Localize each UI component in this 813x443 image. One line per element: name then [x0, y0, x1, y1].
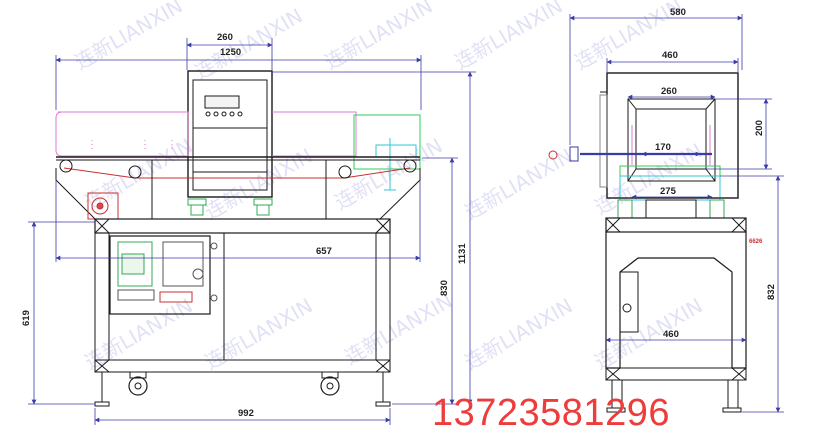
front-view [55, 70, 421, 407]
contact-phone: 13723581296 [432, 392, 670, 434]
side-cabinet-door [619, 271, 639, 333]
watermark: 连新LIANXIN [461, 293, 577, 374]
dim-conveyor-offset: 657 [316, 246, 332, 257]
detector-inner [192, 79, 268, 191]
side-dimensions [569, 14, 784, 413]
side-guard-right [272, 111, 357, 157]
dim-display-width: 260 [217, 32, 233, 43]
side-feet [617, 199, 725, 219]
watermark: 连新LIANXIN [71, 0, 187, 74]
table-frame [94, 218, 391, 234]
roller-right [403, 159, 417, 173]
dim-aperture-inner: 170 [655, 142, 671, 153]
watermark: 连新LIANXIN [591, 138, 707, 219]
dim-aperture-height: 200 [754, 120, 765, 136]
side-casters [606, 379, 742, 413]
dim-head-width: 460 [662, 50, 678, 61]
dim-total-height: 1131 [457, 243, 468, 264]
side-stand-top [605, 217, 747, 233]
caster-left [128, 371, 148, 396]
side-guards [631, 125, 711, 165]
dim-leg-span: 992 [238, 408, 254, 419]
guard-dots [91, 140, 173, 150]
watermark: 连新LIANXIN [321, 0, 437, 74]
dim-belt-width: 275 [660, 186, 677, 197]
reject-cylinder [548, 150, 558, 160]
watermark: 连新LIANXIN [331, 133, 447, 214]
reject-box [353, 114, 421, 170]
control-buttons [205, 111, 243, 117]
watermark: 连新LIANXIN [81, 133, 197, 214]
front-dimensions [28, 38, 476, 425]
watermark: 连新LIANXIN [461, 143, 577, 224]
head-feet [187, 198, 273, 216]
roller-left [59, 159, 73, 173]
dim-frame-width: 460 [663, 329, 679, 340]
dim-aperture-width: 260 [661, 86, 677, 97]
watermark: 连新LIANXIN [341, 288, 457, 369]
dim-top-width: 1250 [220, 47, 241, 58]
watermark: 连新LIANXIN [201, 293, 317, 374]
side-guard-left [55, 111, 189, 157]
roller-mid [338, 165, 352, 179]
watermark: 连新LIANXIN [591, 293, 707, 374]
side-dimension-labels: 580 460 260 200 170 275 460 832 6626 [655, 7, 777, 340]
side-label: 6626 [749, 239, 763, 245]
dim-frame-height: 832 [766, 284, 777, 300]
conveyor-belt [63, 167, 411, 179]
dim-table-height: 619 [21, 310, 32, 326]
roller-motor [128, 165, 142, 179]
watermark: 连新LIANXIN [451, 0, 567, 74]
front-dimension-labels: 260 1250 657 992 619 830 1131 [21, 32, 468, 419]
watermark-layer: 连新LIANXIN 连新LIANXIN 连新LIANXIN 连新LIANXIN … [71, 0, 707, 374]
dim-conveyor-height: 830 [439, 280, 450, 296]
electrical-panel [109, 235, 218, 315]
control-display [204, 95, 240, 109]
aperture-inner [635, 108, 707, 170]
side-view [548, 72, 747, 413]
dim-overall-width: 580 [670, 7, 686, 18]
caster-right [320, 371, 340, 396]
